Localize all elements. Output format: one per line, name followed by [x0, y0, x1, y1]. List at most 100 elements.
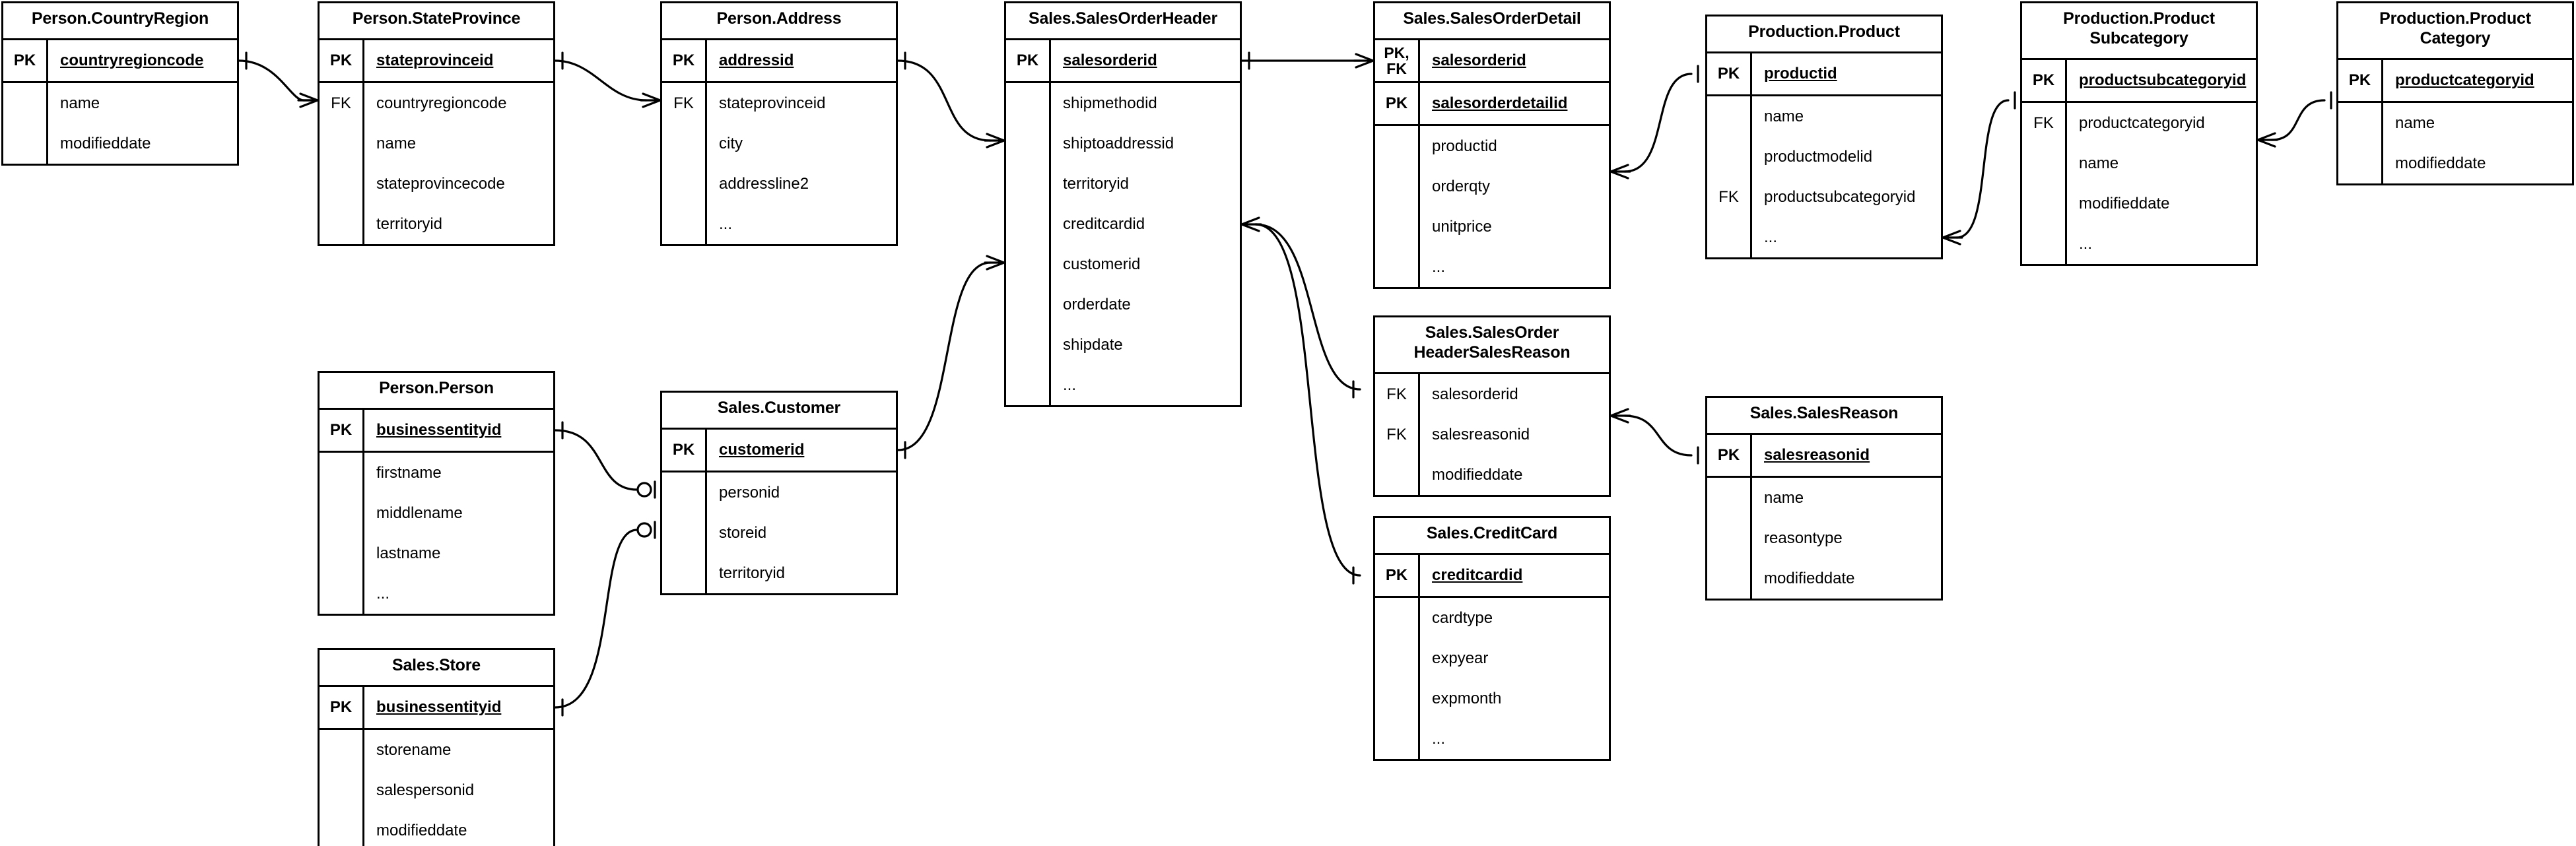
attribute-row[interactable]: personid — [662, 472, 896, 513]
entity-title: Sales.CreditCard — [1375, 518, 1609, 555]
attribute-row[interactable]: reasontype — [1707, 518, 1941, 558]
column-name: modifieddate — [60, 134, 151, 152]
attribute-row[interactable]: creditcardid — [1006, 204, 1240, 244]
attribute-row[interactable]: orderdate — [1006, 284, 1240, 325]
attribute-row[interactable]: ... — [320, 573, 553, 614]
attribute-row[interactable]: ... — [1375, 247, 1609, 287]
attribute-row[interactable]: modifieddate — [2338, 143, 2572, 183]
attribute-row[interactable]: modifieddate — [3, 123, 237, 164]
attribute-row[interactable]: name — [3, 83, 237, 123]
column-name: shiptoaddressid — [1063, 134, 1174, 152]
column-name: ... — [1764, 228, 1778, 246]
attribute-row[interactable]: productmodelid — [1707, 137, 1941, 177]
attribute-row[interactable]: modifieddate — [2022, 183, 2256, 224]
column-name: modifieddate — [1432, 465, 1523, 484]
attribute-row[interactable]: name — [1707, 96, 1941, 137]
key-marker: FK — [1375, 374, 1420, 414]
attribute-row[interactable]: modifieddate — [320, 810, 553, 846]
attribute-row[interactable]: modifieddate — [1375, 455, 1609, 495]
attribute-row[interactable]: orderqty — [1375, 166, 1609, 207]
key-marker — [320, 810, 364, 846]
key-marker — [1707, 217, 1752, 257]
attribute-row[interactable]: shipdate — [1006, 325, 1240, 365]
key-marker: FK — [1707, 177, 1752, 217]
key-marker — [1006, 365, 1051, 405]
attribute-row[interactable]: shipmethodid — [1006, 83, 1240, 123]
attribute-row[interactable]: stateprovincecode — [320, 164, 553, 204]
attribute-row[interactable]: salespersonid — [320, 770, 553, 810]
attribute-row[interactable]: firstname — [320, 453, 553, 493]
attribute-row[interactable]: lastname — [320, 533, 553, 573]
column-name: salesreasonid — [1432, 425, 1530, 443]
attribute-row[interactable]: ... — [1006, 365, 1240, 405]
attribute-row[interactable]: storeid — [662, 513, 896, 553]
attribute-row[interactable]: expyear — [1375, 638, 1609, 678]
attribute-row[interactable]: territoryid — [662, 553, 896, 593]
attribute-row[interactable]: name — [2338, 103, 2572, 143]
attribute-row[interactable]: ... — [1707, 217, 1941, 257]
attribute-row[interactable]: unitprice — [1375, 207, 1609, 247]
attribute-row[interactable]: ... — [662, 204, 896, 244]
attribute-row[interactable]: name — [320, 123, 553, 164]
key-marker — [1006, 123, 1051, 164]
attribute-row[interactable]: shiptoaddressid — [1006, 123, 1240, 164]
attribute-row[interactable]: ... — [1375, 719, 1609, 759]
key-marker: PK — [662, 430, 707, 471]
attribute-row[interactable]: ... — [2022, 224, 2256, 264]
attribute-row[interactable]: addressline2 — [662, 164, 896, 204]
attribute-row[interactable]: name — [1707, 478, 1941, 518]
key-marker — [2022, 183, 2067, 224]
key-marker — [320, 770, 364, 810]
column-name: shipmethodid — [1063, 94, 1157, 112]
attribute-row[interactable]: middlename — [320, 493, 553, 533]
attribute-row[interactable]: productid — [1375, 126, 1609, 166]
column-name: modifieddate — [2395, 154, 2486, 172]
attribute-row[interactable]: storename — [320, 730, 553, 770]
attribute-row[interactable]: territoryid — [1006, 164, 1240, 204]
attribute-row[interactable]: modifieddate — [1707, 558, 1941, 599]
attribute-row[interactable]: customerid — [1006, 244, 1240, 284]
attribute-row[interactable]: territoryid — [320, 204, 553, 244]
attribute-row[interactable]: city — [662, 123, 896, 164]
column-name: businessentityid — [376, 698, 502, 716]
key-marker — [1707, 478, 1752, 518]
attribute-row[interactable]: cardtype — [1375, 598, 1609, 638]
attribute-row[interactable]: expmonth — [1375, 678, 1609, 719]
attribute-row[interactable]: name — [2022, 143, 2256, 183]
